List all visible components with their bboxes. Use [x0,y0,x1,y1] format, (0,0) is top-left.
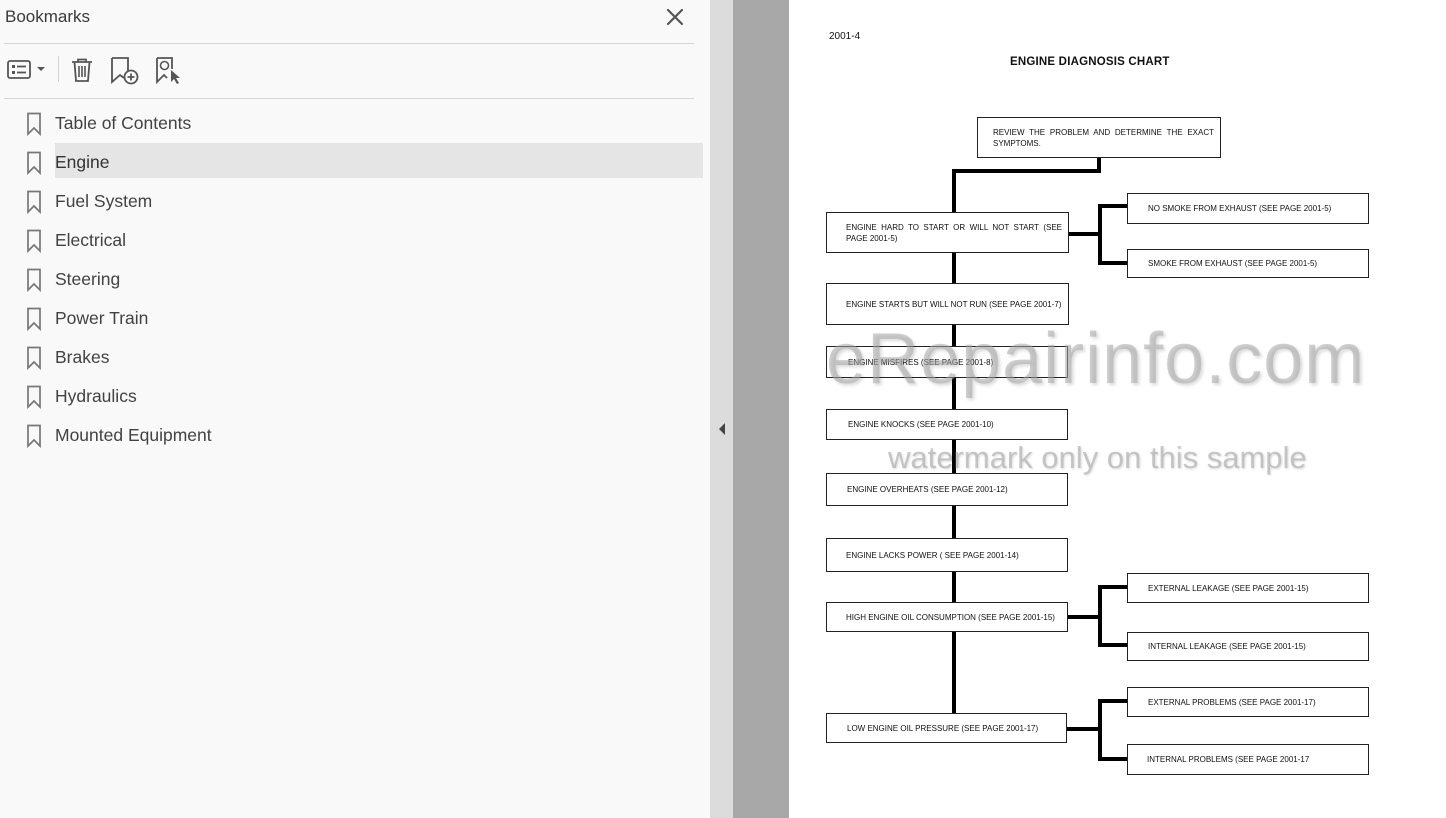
bookmark-icon [27,190,41,214]
bookmark-icon [27,346,41,370]
connector-line [1098,757,1128,761]
connector-line [1098,585,1102,646]
trash-icon [72,58,92,82]
document-gutter [733,0,789,818]
bookmark-icon [27,424,41,448]
bookmark-label: Hydraulics [55,386,137,406]
bookmark-engine[interactable]: Engine [0,143,711,182]
delete-bookmark-button[interactable] [68,54,96,86]
watermark: eRepairinfo.com [826,319,1366,399]
chart-box-smoke: SMOKE FROM EXHAUST (SEE PAGE 2001-5) [1127,249,1369,278]
chart-box-external-problems: EXTERNAL PROBLEMS (SEE PAGE 2001-17) [1127,687,1369,717]
options-menu-button[interactable] [6,54,50,86]
toolbar-separator [58,56,59,82]
panel-divider [4,98,694,99]
bookmark-icon [27,229,41,253]
chart-box-oil-consumption: HIGH ENGINE OIL CONSUMPTION (SEE PAGE 20… [826,602,1068,632]
bookmark-steering[interactable]: Steering [0,260,711,299]
bookmark-electrical[interactable]: Electrical [0,221,711,260]
document-title: ENGINE DIAGNOSIS CHART [1010,56,1170,68]
bookmark-hydraulics[interactable]: Hydraulics [0,377,711,416]
chart-box-hard-start: ENGINE HARD TO START OR WILL NOT START (… [826,212,1069,253]
bookmark-icon [27,112,41,136]
bookmark-icon [27,385,41,409]
bookmark-label: Engine [55,143,703,178]
chart-box-knocks: ENGINE KNOCKS (SEE PAGE 2001-10) [826,409,1068,440]
connector-line [1098,699,1128,703]
chart-box-internal-problems: INTERNAL PROBLEMS (SEE PAGE 2001-17 [1127,744,1369,775]
chart-box-misfires: ENGINE MISFIRES (SEE PAGE 2001-8) [826,346,1068,378]
collapse-panel-arrow-icon[interactable] [717,422,727,436]
connector-line [1098,699,1102,760]
bookmark-icon [27,268,41,292]
bookmark-label: Steering [55,269,121,289]
chart-box-external-leakage: EXTERNAL LEAKAGE (SEE PAGE 2001-15) [1127,573,1369,603]
chart-box-overheats: ENGINE OVERHEATS (SEE PAGE 2001-12) [826,473,1068,506]
watermark-note: watermark only on this sample [888,440,1307,475]
bookmark-label: Mounted Equipment [55,425,212,445]
bookmark-power-train[interactable]: Power Train [0,299,711,338]
bookmarks-panel: Bookmarks [0,0,711,818]
bookmark-fuel-system[interactable]: Fuel System [0,182,711,221]
connector-line [952,169,1101,173]
bookmark-brakes[interactable]: Brakes [0,338,711,377]
bookmark-add-icon [111,57,139,85]
chart-box-lacks-power: ENGINE LACKS POWER ( SEE PAGE 2001-14) [826,538,1068,572]
connector-line [1098,204,1102,264]
connector-line [1098,585,1128,589]
chart-box-no-smoke: NO SMOKE FROM EXHAUST (SEE PAGE 2001-5) [1127,193,1369,224]
bookmarks-toolbar [0,50,700,90]
chart-box-low-oil-pressure: LOW ENGINE OIL PRESSURE (SEE PAGE 2001-1… [826,713,1067,743]
connector-line [1098,204,1128,208]
chart-box-starts-no-run: ENGINE STARTS BUT WILL NOT RUN (SEE PAGE… [826,283,1069,325]
bookmark-table-of-contents[interactable]: Table of Contents [0,104,711,143]
connector-line [1098,643,1128,647]
panel-splitter[interactable] [711,0,789,818]
close-panel-button[interactable] [663,5,687,29]
bookmark-label: Brakes [55,347,110,367]
close-icon [666,8,684,26]
find-bookmark-button[interactable] [154,54,186,86]
connector-line [1098,261,1128,265]
bookmark-label: Electrical [55,230,126,250]
bookmark-label: Fuel System [55,191,153,211]
add-bookmark-button[interactable] [109,54,141,86]
bookmark-mounted-equipment[interactable]: Mounted Equipment [0,416,711,455]
panel-title: Bookmarks [5,7,91,26]
bookmark-label: Table of Contents [55,113,192,133]
bookmark-icon [27,307,41,331]
panel-divider [4,43,694,44]
connector-line [1097,157,1101,172]
connector-line [1066,615,1102,619]
connector-line [1067,232,1102,236]
chart-box-internal-leakage: INTERNAL LEAKAGE (SEE PAGE 2001-15) [1127,632,1369,661]
bookmark-search-icon [156,57,180,85]
chart-box-review: REVIEW THE PROBLEM AND DETERMINE THE EXA… [977,117,1221,158]
bookmark-icon [27,151,41,175]
main-trunk-line [952,169,956,714]
list-options-icon [7,60,45,79]
connector-line [1066,727,1102,731]
bookmark-list: Table of Contents Engine Fuel System Ele… [0,104,711,455]
bookmark-label: Power Train [55,308,149,328]
page-number: 2001-4 [829,31,861,42]
chevron-down-icon [37,67,45,71]
